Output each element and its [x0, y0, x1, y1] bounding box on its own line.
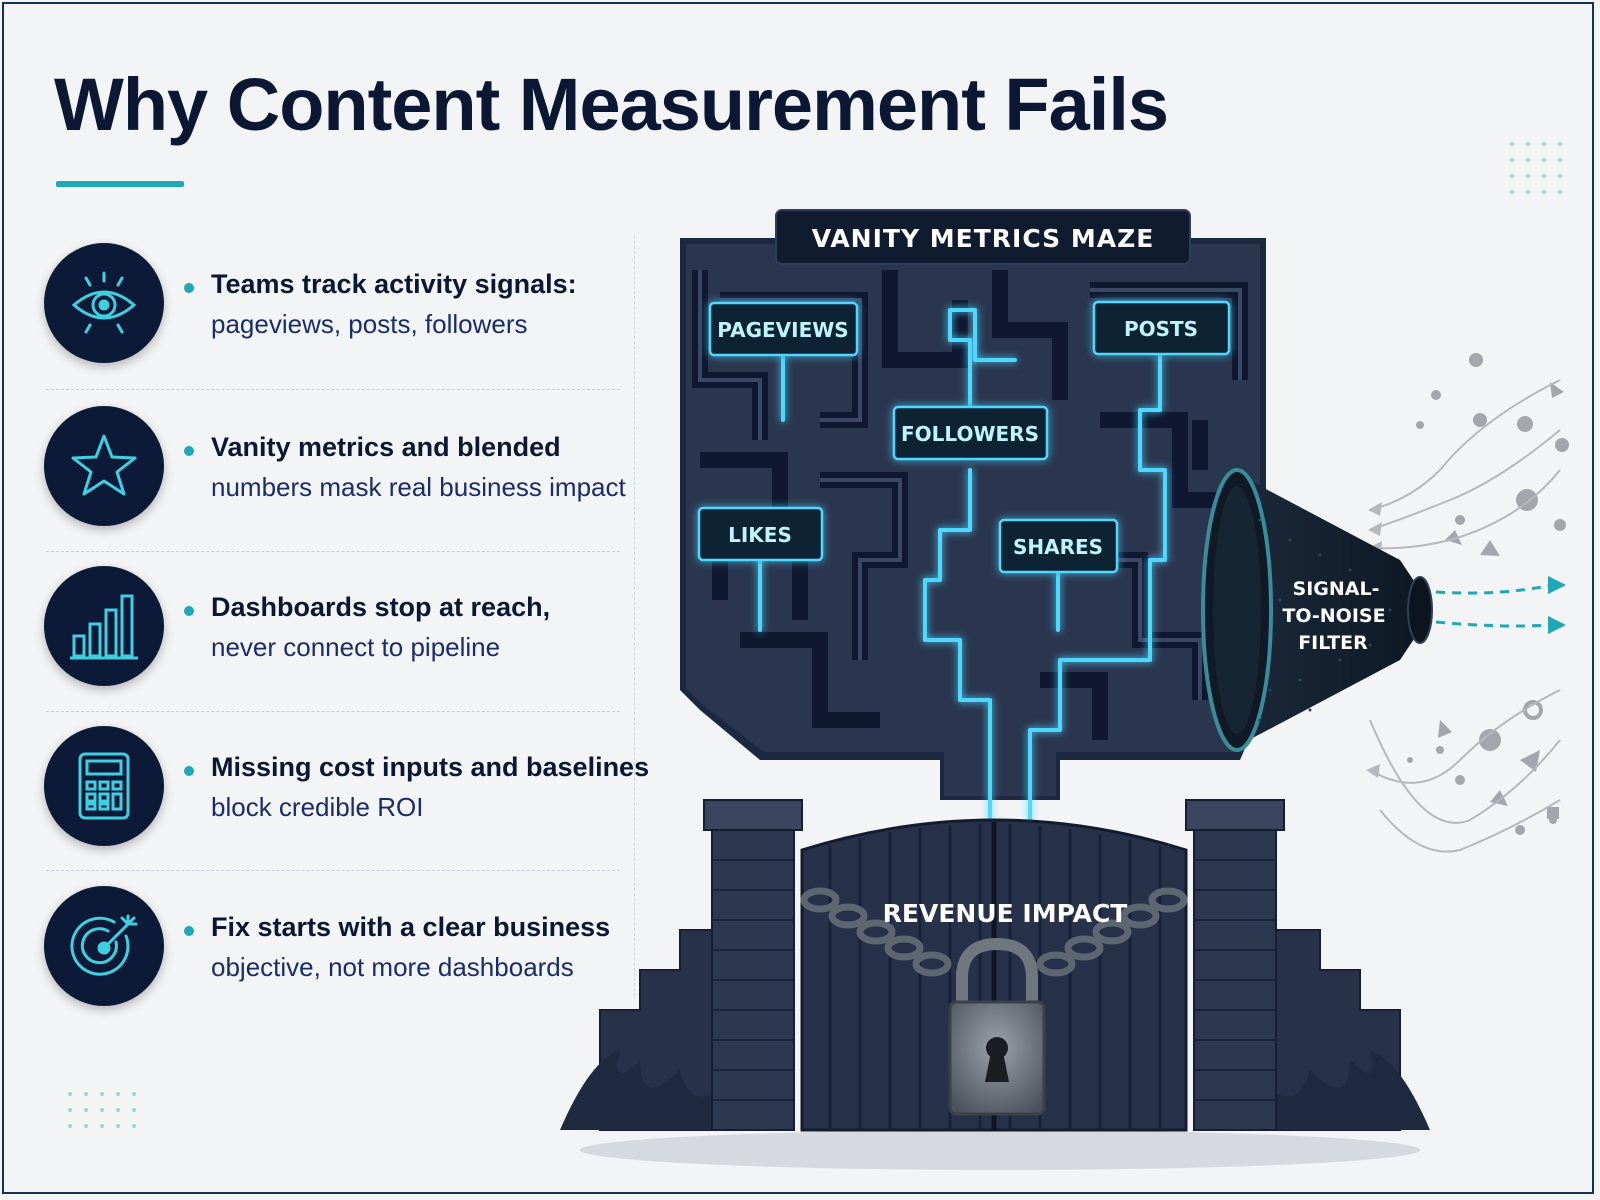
metric-sign-shares: SHARES: [998, 518, 1119, 574]
item-heading: Missing cost inputs and baselines: [211, 752, 650, 782]
list-item: Fix starts with a clear business objecti…: [44, 886, 624, 1010]
list-divider: [46, 389, 620, 390]
metric-sign-label: POSTS: [1124, 317, 1198, 341]
bullet-dot: [184, 926, 194, 936]
chain: [800, 887, 1188, 977]
column-divider: [634, 236, 635, 996]
signal-output-arrowheads: [1548, 576, 1566, 634]
item-detail: never connect to pipeline: [211, 632, 501, 662]
list-divider: [46, 711, 620, 712]
signal-output-arrows: [1435, 583, 1553, 628]
list-item: Dashboards stop at reach, never connect …: [44, 566, 624, 690]
filter-label-line3: FILTER: [1298, 632, 1368, 654]
bar-chart-icon: [44, 566, 164, 686]
list-divider: [46, 551, 620, 552]
filter-label-line2: TO-NOISE: [1282, 605, 1385, 627]
bullet-dot: [184, 766, 194, 776]
target-icon: [44, 886, 164, 1006]
item-detail: objective, not more dashboards: [211, 952, 574, 982]
maze-title: VANITY METRICS MAZE: [812, 224, 1155, 253]
item-detail: pageviews, posts, followers: [211, 309, 528, 339]
plant-right: [1270, 1050, 1430, 1130]
metric-sign-pageviews: PAGEVIEWS: [708, 301, 859, 357]
metric-sign-posts: POSTS: [1092, 300, 1231, 356]
metric-sign-label: LIKES: [728, 523, 792, 547]
decorative-dots-bottom-left: [68, 1092, 136, 1128]
metric-sign-label: PAGEVIEWS: [717, 318, 848, 342]
item-detail: block credible ROI: [211, 792, 424, 822]
metric-sign-label: SHARES: [1013, 535, 1103, 559]
list-item: Vanity metrics and blended numbers mask …: [44, 406, 626, 530]
gate-pillar-left: [703, 799, 803, 1131]
list-item: Missing cost inputs and baselines block …: [44, 726, 649, 850]
bullet-dot: [184, 446, 194, 456]
noise-curves: [1369, 379, 1561, 853]
item-heading: Fix starts with a clear business: [211, 912, 611, 942]
metric-sign-followers: FOLLOWERS: [892, 405, 1049, 461]
gate-pillar-right: [1185, 799, 1285, 1131]
item-heading: Vanity metrics and blended: [211, 432, 561, 462]
title-underline: [56, 181, 184, 187]
filter-label-line1: SIGNAL-: [1293, 578, 1380, 600]
bullet-dot: [184, 283, 194, 293]
metric-sign-label: FOLLOWERS: [901, 422, 1039, 446]
ground-shadow: [580, 1130, 1420, 1170]
page-title: Why Content Measurement Fails: [54, 63, 1169, 146]
list-item: Teams track activity signals: pageviews,…: [44, 243, 624, 367]
calculator-icon: [44, 726, 164, 846]
signal-filter-funnel: SIGNAL- TO-NOISE FILTER: [1201, 468, 1433, 752]
bullet-dot: [184, 606, 194, 616]
metric-sign-likes: LIKES: [697, 506, 824, 562]
noise-particles: [1407, 353, 1569, 835]
padlock-icon: [948, 937, 1046, 1116]
item-detail: numbers mask real business impact: [211, 472, 626, 502]
item-heading: Dashboards stop at reach,: [211, 592, 551, 622]
item-heading: Teams track activity signals:: [211, 269, 577, 299]
star-icon: [44, 406, 164, 526]
eye-icon: [44, 243, 164, 363]
list-divider: [46, 870, 620, 871]
decorative-dots-top-right: [1510, 142, 1562, 194]
gate-label: REVENUE IMPACT: [883, 899, 1128, 928]
plant-left: [560, 1050, 720, 1130]
maze-title-banner: VANITY METRICS MAZE: [775, 209, 1191, 265]
